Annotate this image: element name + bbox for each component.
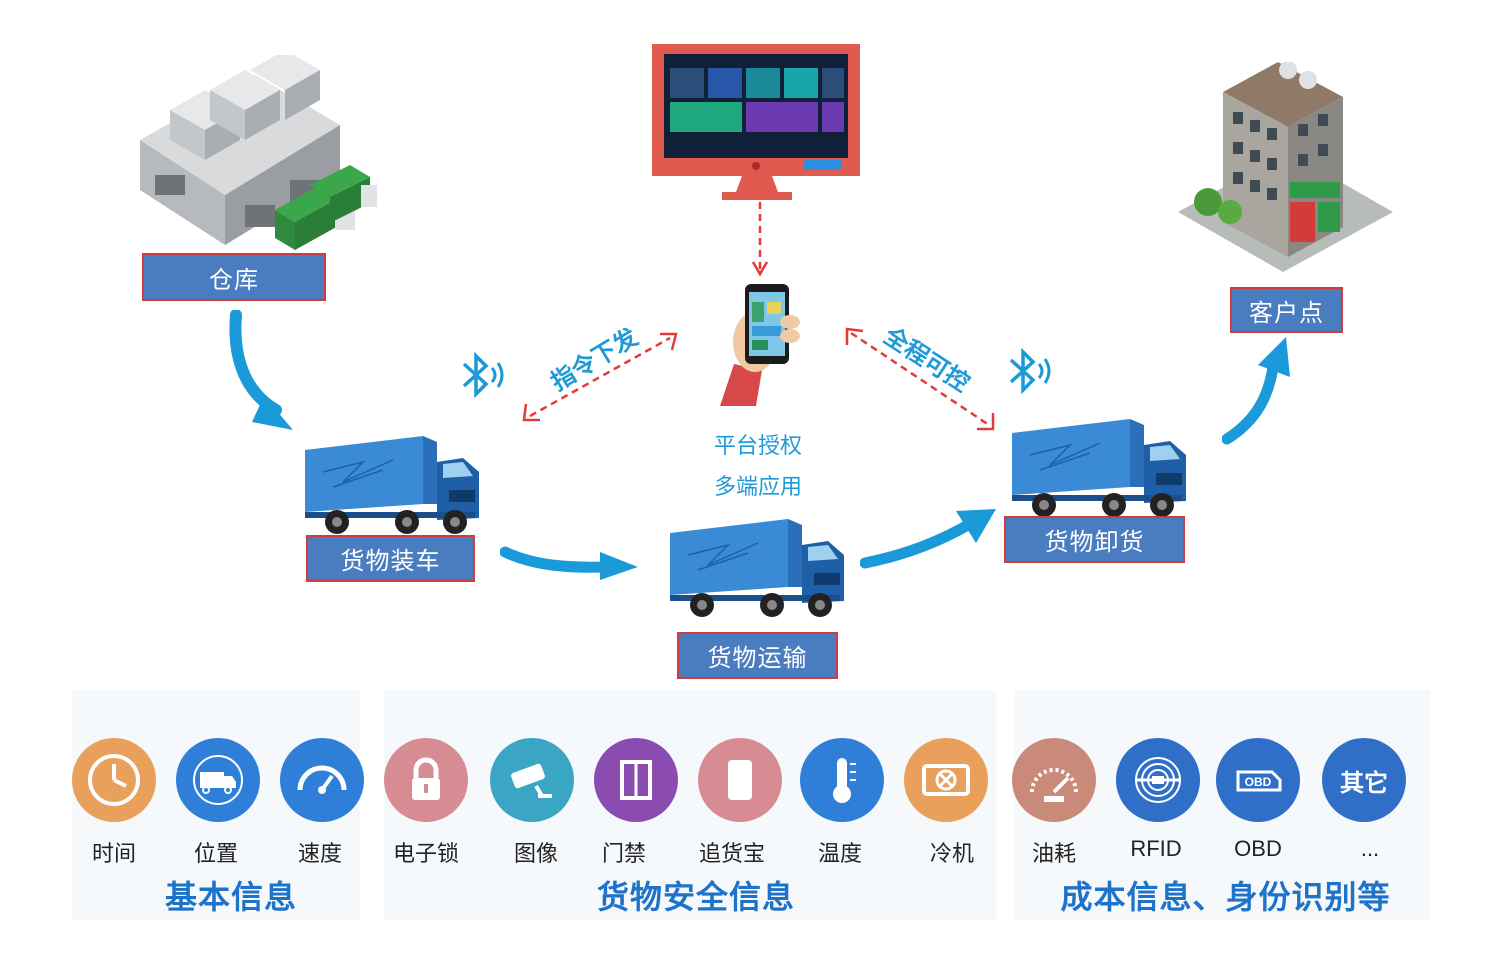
label-other: ... xyxy=(1360,836,1380,861)
safety-info-title: 货物安全信息 xyxy=(596,879,795,915)
fuel-gauge-icon xyxy=(1012,738,1096,822)
phone-hand-illustration xyxy=(720,284,800,406)
unloading-label: 货物卸货 xyxy=(1004,516,1185,563)
label-tracker: 追货宝 xyxy=(698,841,765,866)
platform-line1: 平台授权 xyxy=(713,433,802,458)
truck-location-icon xyxy=(176,738,260,822)
obd-icon: OBD xyxy=(1216,738,1300,822)
speedometer-icon xyxy=(280,738,364,822)
bluetooth-icon xyxy=(1009,347,1051,395)
label-time: 时间 xyxy=(91,841,136,866)
warehouse-label: 仓库 xyxy=(142,253,326,301)
cost-info-title: 成本信息、身份识别等 xyxy=(1060,879,1391,915)
label-fuel: 油耗 xyxy=(1031,841,1076,866)
command-dashed-arrow xyxy=(522,332,678,422)
customer-label: 客户点 xyxy=(1230,287,1343,333)
platform-line2: 多端应用 xyxy=(713,474,802,499)
door-icon xyxy=(594,738,678,822)
tracker-icon xyxy=(698,738,782,822)
label-location: 位置 xyxy=(193,841,238,866)
thermometer-icon xyxy=(800,738,884,822)
label-camera: 图像 xyxy=(513,841,558,866)
customer-building-illustration xyxy=(1178,62,1393,272)
truck-unloading-illustration xyxy=(1012,419,1186,517)
label-obd: OBD xyxy=(1234,836,1282,861)
label-lock: 电子锁 xyxy=(392,841,459,866)
svg-text:OBD: OBD xyxy=(1245,775,1272,789)
transport-label: 货物运输 xyxy=(677,632,838,679)
lock-icon xyxy=(384,738,468,822)
rfid-icon xyxy=(1116,738,1200,822)
label-rfid: RFID xyxy=(1130,836,1182,861)
bluetooth-icon xyxy=(462,351,504,399)
flow-arrow-warehouse-to-loading xyxy=(229,310,293,430)
monitor-illustration xyxy=(652,44,860,200)
flow-arrow-unloading-to-customer xyxy=(1222,337,1290,445)
control-dashed-arrow xyxy=(845,327,995,431)
label-door: 门禁 xyxy=(601,841,646,866)
safety-info-panel xyxy=(384,690,996,920)
other-icon-text: 其它 xyxy=(1340,769,1388,797)
basic-info-title: 基本信息 xyxy=(164,879,297,915)
monitor-phone-dashed-arrow xyxy=(751,202,769,277)
label-speed: 速度 xyxy=(297,841,342,866)
camera-icon xyxy=(490,738,574,822)
flow-arrow-loading-to-transport xyxy=(500,546,638,580)
other-icon: 其它 xyxy=(1322,738,1406,822)
clock-icon xyxy=(72,738,156,822)
label-cooler: 冷机 xyxy=(929,841,974,866)
flow-arrow-transport-to-unloading xyxy=(860,509,996,569)
cooler-icon xyxy=(904,738,988,822)
label-temperature: 温度 xyxy=(817,841,862,866)
loading-label: 货物装车 xyxy=(306,535,475,582)
warehouse-illustration xyxy=(140,55,377,250)
truck-transport-illustration xyxy=(670,519,844,617)
truck-loading-illustration xyxy=(305,436,479,534)
